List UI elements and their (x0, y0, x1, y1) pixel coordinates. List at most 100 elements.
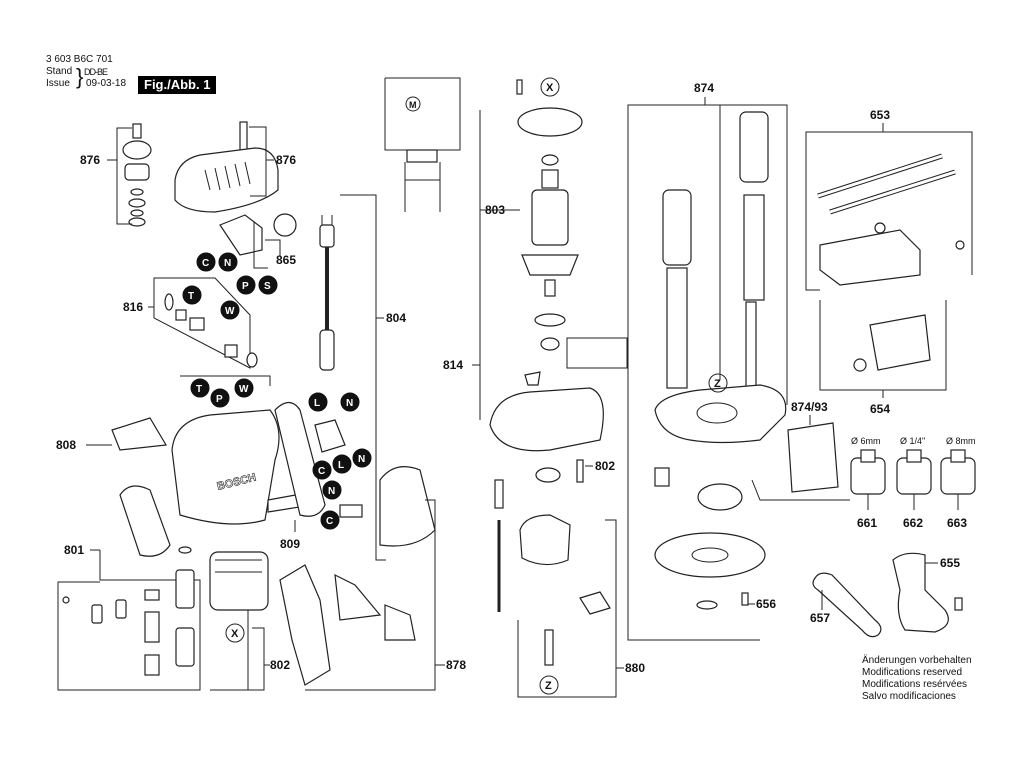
svg-text:T: T (188, 291, 194, 302)
label-661: 661 (857, 516, 877, 530)
part-663-collet (940, 449, 976, 510)
modifications-notice: Änderungen vorbehalten Modifications res… (862, 655, 972, 703)
label-655: 655 (940, 556, 960, 570)
wire-badge-n: N (218, 252, 238, 272)
label-809: 809 (280, 537, 300, 551)
part-661-collet (850, 449, 886, 510)
part-808-label-plate (111, 417, 167, 451)
svg-text:N: N (346, 398, 353, 409)
collet-size-8mm: Ø 8mm (946, 436, 976, 446)
wire-badge-t: T (182, 285, 202, 305)
stand-value: DD-BE (84, 67, 108, 77)
part-handle-right (274, 401, 326, 517)
label-874-93: 874/93 (791, 400, 828, 414)
svg-text:M: M (409, 100, 417, 110)
wire-badge-w: W (220, 300, 240, 320)
part-lock-lever (579, 591, 611, 615)
svg-text:C: C (318, 466, 325, 477)
svg-text:N: N (358, 454, 365, 465)
label-657: 657 (810, 611, 830, 625)
label-802-stator: 802 (270, 658, 290, 672)
label-662: 662 (903, 516, 923, 530)
wire-badge-t-housing: T (190, 378, 210, 398)
label-803: 803 (485, 203, 505, 217)
svg-text:N: N (224, 258, 231, 269)
issue-date: 09-03-18 (86, 78, 127, 89)
wire-badge-p-housing: P (210, 388, 230, 408)
svg-text:L: L (338, 460, 344, 471)
part-fan-baffle (517, 107, 583, 137)
wire-badge-c-capacitor: C (320, 510, 340, 530)
wire-badge-w-housing: W (234, 378, 254, 398)
collet-size-6mm: Ø 6mm (851, 436, 881, 446)
wire-badge-n-capacitor: N (322, 480, 342, 500)
svg-text:C: C (326, 516, 333, 527)
part-874-93-chip-shield (787, 422, 839, 493)
label-814: 814 (443, 358, 463, 372)
part-bearing-lower (540, 337, 560, 351)
svg-text:W: W (239, 384, 249, 395)
ref-marker-z-base: Z (708, 373, 728, 393)
part-876-knob-assembly (122, 123, 152, 227)
part-804-power-cord (319, 215, 335, 371)
part-seal-ring (535, 467, 561, 483)
svg-text:P: P (216, 394, 223, 405)
label-654: 654 (870, 402, 890, 416)
part-shaft (544, 629, 554, 666)
label-876: 876 (80, 153, 100, 167)
wire-badge-p: P (236, 275, 256, 295)
part-653-guide-rods (817, 153, 956, 215)
part-capacitor (339, 504, 363, 518)
notice-line-en: Modifications reserved (862, 667, 963, 678)
part-bearing-plate (534, 313, 566, 327)
part-lever (524, 371, 541, 386)
notice-line-fr: Modifications resérvées (862, 679, 968, 690)
svg-text:Z: Z (545, 680, 552, 692)
svg-text:P: P (242, 281, 249, 292)
wire-badge-s: S (258, 275, 278, 295)
label-876-cover: 876 (276, 153, 296, 167)
part-switch (314, 419, 346, 453)
label-878: 878 (446, 658, 466, 672)
wire-badge-l: L (308, 392, 328, 412)
label-804: 804 (386, 311, 406, 325)
part-803-armature (521, 169, 579, 297)
svg-text:X: X (546, 82, 554, 94)
notice-line-es: Salvo modificaciones (862, 691, 956, 702)
part-655-dust-extraction-adapter (892, 552, 949, 633)
part-865-terminal (219, 213, 297, 256)
svg-text:T: T (196, 384, 202, 395)
svg-text:C: C (202, 258, 209, 269)
part-880-collet-housing (519, 514, 571, 566)
wire-badge-l-switch: L (332, 454, 352, 474)
part-801-brush-kit (62, 546, 195, 676)
part-collet-nut (654, 467, 670, 487)
ref-marker-x-stator: X (225, 623, 245, 643)
part-screw-802 (576, 459, 584, 483)
wire-badge-c-switch: C (312, 460, 332, 480)
svg-text:W: W (225, 306, 235, 317)
part-pin (516, 79, 523, 95)
label-653: 653 (870, 108, 890, 122)
wire-badge-n-cord: N (340, 392, 360, 412)
brace-icon: } (76, 64, 84, 89)
part-874-springs (662, 111, 769, 393)
part-base-plate (654, 384, 787, 444)
part-654-parallel-guide (819, 222, 965, 372)
stand-label: Stand (46, 66, 73, 77)
svg-text:N: N (328, 486, 335, 497)
wire-badge-c: C (196, 252, 216, 272)
label-880: 880 (625, 661, 645, 675)
part-878-handle-covers (279, 466, 436, 686)
part-field-stator (209, 551, 269, 611)
part-circlips-box (566, 337, 628, 369)
part-spring (494, 479, 504, 509)
wire-badge-n-switch: N (352, 448, 372, 468)
figure-badge: Fig./Abb. 1 (138, 76, 217, 94)
part-screw-656 (741, 592, 749, 606)
part-662-collet (896, 449, 932, 510)
svg-text:S: S (264, 281, 271, 292)
svg-text:L: L (314, 398, 320, 409)
notice-line-de: Änderungen vorbehalten (862, 655, 972, 666)
